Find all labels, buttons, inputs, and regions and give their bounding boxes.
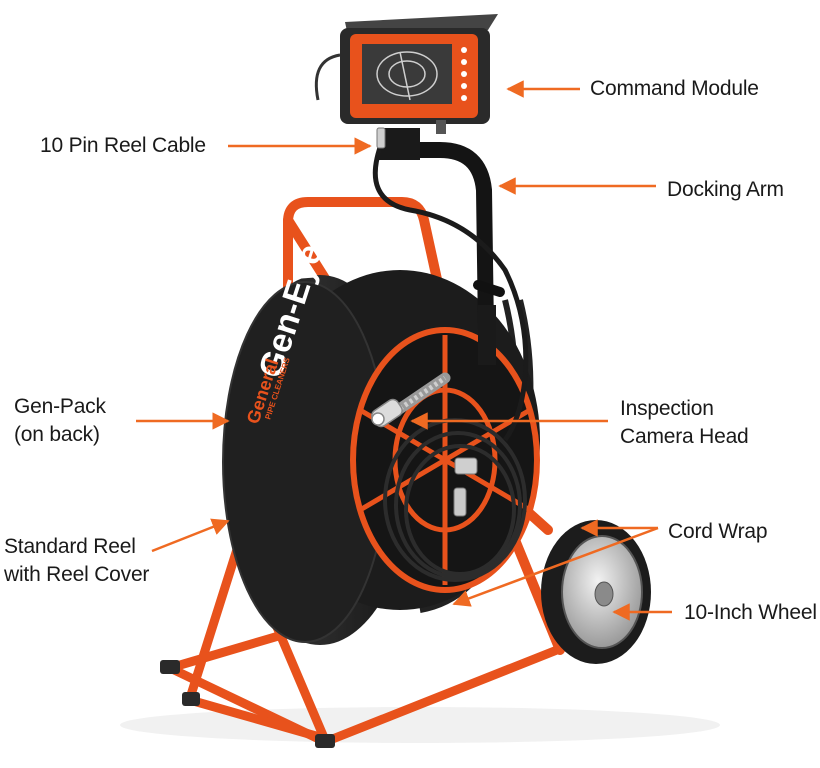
label-command-module: Command Module: [590, 77, 759, 100]
label-reel-cable: 10 Pin Reel Cable: [40, 134, 206, 157]
base-foot: [315, 734, 335, 748]
reel-hub-clamp: [454, 457, 478, 475]
reel-cable-connector: [453, 487, 467, 517]
arrow-standard-reel: [151, 518, 230, 553]
docking-arm-tube: [392, 142, 494, 338]
camera-head: [371, 372, 451, 428]
command-module: [314, 14, 498, 134]
arm-knob: [473, 280, 505, 297]
label-camera-head-2: Camera Head: [620, 425, 749, 448]
label-cord-wrap: Cord Wrap: [668, 520, 768, 543]
arm-mount: [478, 305, 496, 365]
reel-cable-plug: [376, 127, 386, 149]
label-standard-reel-1: Standard Reel: [4, 535, 136, 558]
label-gen-pack-1: Gen-Pack: [14, 395, 106, 418]
callout-arrows: [136, 80, 672, 621]
label-camera-head-1: Inspection: [620, 397, 714, 420]
wheel: [541, 520, 651, 664]
label-standard-reel-2: with Reel Cover: [4, 563, 150, 586]
base-foot: [182, 692, 200, 706]
base-foot: [160, 660, 180, 674]
label-gen-pack-2: (on back): [14, 423, 100, 446]
reel-cable-line: [372, 141, 529, 442]
label-docking-arm: Docking Arm: [667, 178, 784, 201]
arrow-cord-wrap-2: [452, 526, 659, 607]
label-wheel: 10-Inch Wheel: [684, 601, 817, 624]
floor-shadow: [120, 707, 720, 743]
